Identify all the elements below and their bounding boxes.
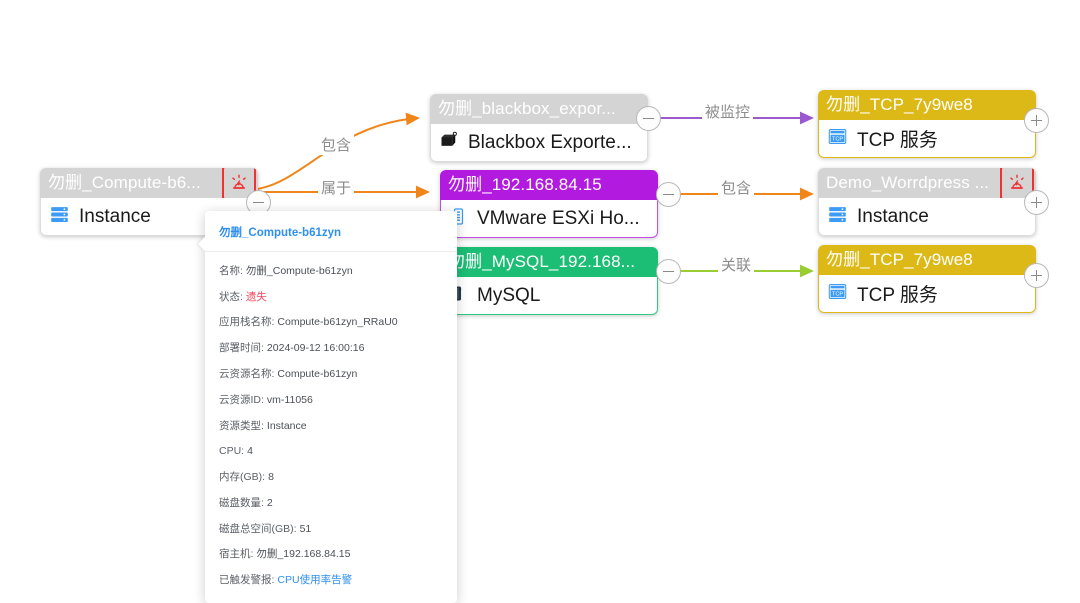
node-mysql-header: 勿删_MySQL_192.168... <box>440 247 658 277</box>
node-tcp-top-body: TCP TCP 服务 <box>818 120 1036 158</box>
instance-icon <box>49 204 70 230</box>
popup-field-key: 内存(GB): <box>219 471 266 484</box>
node-blackbox-header: 勿删_blackbox_expor... <box>430 94 648 124</box>
node-blackbox[interactable]: 勿删_blackbox_expor... Blackbox Exporte... <box>430 94 661 162</box>
popup-field-value: Instance <box>266 419 307 432</box>
node-blackbox-body: Blackbox Exporte... <box>430 124 648 162</box>
popup-field-row: 已触发警报:CPU使用率告警 <box>219 567 443 593</box>
node-wordpress[interactable]: Demo_Worrdpress ... <box>818 168 1049 236</box>
tcp-service-icon: TCP <box>827 126 848 152</box>
popup-field-value: 勿删_Compute-b61zyn <box>245 264 353 277</box>
popup-field-key: 状态: <box>219 290 243 303</box>
node-tcp-bottom-type: TCP 服务 <box>857 285 938 306</box>
edge-label-belongs-esxi: 属于 <box>318 177 355 198</box>
popup-field-row: 云资源名称:Compute-b61zyn <box>219 361 443 387</box>
popup-field-row: 部署时间:2024-09-12 16:00:16 <box>219 335 443 361</box>
edge-label-monitored: 被监控 <box>702 101 754 122</box>
node-esxi[interactable]: 勿删_192.168.84.15 VMware ESXi Ho... <box>440 170 681 238</box>
popup-caret <box>198 237 205 251</box>
node-mysql-type: MySQL <box>477 284 541 306</box>
edge-label-contains-wordpress: 包含 <box>718 177 755 198</box>
popup-field-key: 云资源ID: <box>219 393 264 406</box>
blackbox-exporter-icon <box>439 130 459 155</box>
popup-field-value: 勿删_192.168.84.15 <box>256 548 351 561</box>
node-blackbox-title: 勿删_blackbox_expor... <box>438 99 616 118</box>
popup-field-row: 名称:勿删_Compute-b61zyn <box>219 258 443 284</box>
node-tcp-top-header: 勿删_TCP_7y9we8 <box>818 90 1036 120</box>
instance-icon <box>827 204 848 230</box>
edge-label-related: 关联 <box>718 254 755 275</box>
node-esxi-title: 勿删_192.168.84.15 <box>448 175 602 194</box>
node-tcp-bottom[interactable]: 勿删_TCP_7y9we8 TCP TCP 服务 <box>818 245 1049 313</box>
popup-field-key: 名称: <box>219 264 243 277</box>
tcp-service-icon: TCP <box>827 281 848 307</box>
node-compute-type: Instance <box>79 205 151 227</box>
popup-title: 勿删_Compute-b61zyn <box>205 211 457 252</box>
node-tcp-top-title: 勿删_TCP_7y9we8 <box>826 95 973 114</box>
popup-field-key: 磁盘总空间(GB): <box>219 522 297 535</box>
popup-field-key: 宿主机: <box>219 548 254 561</box>
popup-field-value[interactable]: CPU使用率告警 <box>277 574 353 587</box>
node-mysql-title: 勿删_MySQL_192.168... <box>448 252 636 271</box>
node-esxi-collapse-toggle[interactable] <box>656 182 681 207</box>
node-tcp-bottom-header: 勿删_TCP_7y9we8 <box>818 245 1036 275</box>
node-mysql-body: MySQL <box>440 277 658 315</box>
popup-field-value: 遗失 <box>245 290 267 303</box>
popup-field-value: 2 <box>266 496 273 509</box>
popup-field-row: 应用栈名称:Compute-b61zyn_RRaU0 <box>219 310 443 336</box>
popup-field-key: 磁盘数量: <box>219 496 264 509</box>
popup-field-value: 8 <box>268 471 274 484</box>
popup-field-row: 磁盘总空间(GB):51 <box>219 516 443 542</box>
node-wordpress-title: Demo_Worrdpress ... <box>826 173 990 192</box>
popup-field-value: 2024-09-12 16:00:16 <box>266 342 365 355</box>
popup-field-value: Compute-b61zyn <box>277 368 358 381</box>
popup-field-key: 云资源名称: <box>219 368 275 381</box>
node-wordpress-body: Instance <box>818 198 1036 236</box>
popup-field-value: vm-11056 <box>266 393 313 406</box>
popup-field-value: 51 <box>299 522 312 535</box>
alarm-icon[interactable] <box>222 168 256 198</box>
node-wordpress-expand-toggle[interactable] <box>1024 190 1049 215</box>
node-wordpress-type: Instance <box>857 205 929 227</box>
svg-text:TCP: TCP <box>832 136 843 142</box>
node-mysql[interactable]: 勿删_MySQL_192.168... MySQL <box>440 247 681 315</box>
node-wordpress-header: Demo_Worrdpress ... <box>818 168 1036 198</box>
node-tcp-top-type: TCP 服务 <box>857 130 938 151</box>
node-blackbox-collapse-toggle[interactable] <box>636 106 661 131</box>
svg-text:TCP: TCP <box>832 291 843 297</box>
node-esxi-header: 勿删_192.168.84.15 <box>440 170 658 200</box>
node-mysql-collapse-toggle[interactable] <box>656 259 681 284</box>
alarm-icon[interactable] <box>1000 168 1034 198</box>
popup-field-row: 云资源ID:vm-11056 <box>219 387 443 413</box>
popup-field-value: Compute-b61zyn_RRaU0 <box>277 316 398 329</box>
popup-field-row: 状态:遗失 <box>219 284 443 310</box>
popup-field-key: 部署时间: <box>219 342 264 355</box>
popup-field-row: 内存(GB):8 <box>219 464 443 490</box>
node-tcp-bottom-expand-toggle[interactable] <box>1024 263 1049 288</box>
edge-label-contains-blackbox: 包含 <box>318 134 355 155</box>
popup-field-row: 磁盘数量:2 <box>219 490 443 516</box>
node-tcp-bottom-body: TCP TCP 服务 <box>818 275 1036 313</box>
popup-field-key: 资源类型: <box>219 419 264 432</box>
popup-field-value: 4 <box>247 445 253 458</box>
node-tcp-bottom-title: 勿删_TCP_7y9we8 <box>826 250 973 269</box>
popup-field-row: CPU:4 <box>219 438 443 464</box>
popup-field-row: 资源类型:Instance <box>219 413 443 439</box>
node-esxi-type: VMware ESXi Ho... <box>477 207 640 229</box>
node-esxi-body: VMware ESXi Ho... <box>440 200 658 238</box>
node-compute-header: 勿删_Compute-b6... <box>40 168 258 198</box>
node-tcp-top-expand-toggle[interactable] <box>1024 108 1049 133</box>
node-compute-title: 勿删_Compute-b6... <box>48 173 201 192</box>
popup-field-row: 宿主机:勿删_192.168.84.15 <box>219 542 443 568</box>
node-tcp-top[interactable]: 勿删_TCP_7y9we8 TCP TCP 服务 <box>818 90 1049 158</box>
popup-field-key: CPU: <box>219 445 245 458</box>
popup-field-key: 应用栈名称: <box>219 316 275 329</box>
popup-field-key: 已触发警报: <box>219 574 275 587</box>
node-blackbox-type: Blackbox Exporte... <box>468 131 632 153</box>
